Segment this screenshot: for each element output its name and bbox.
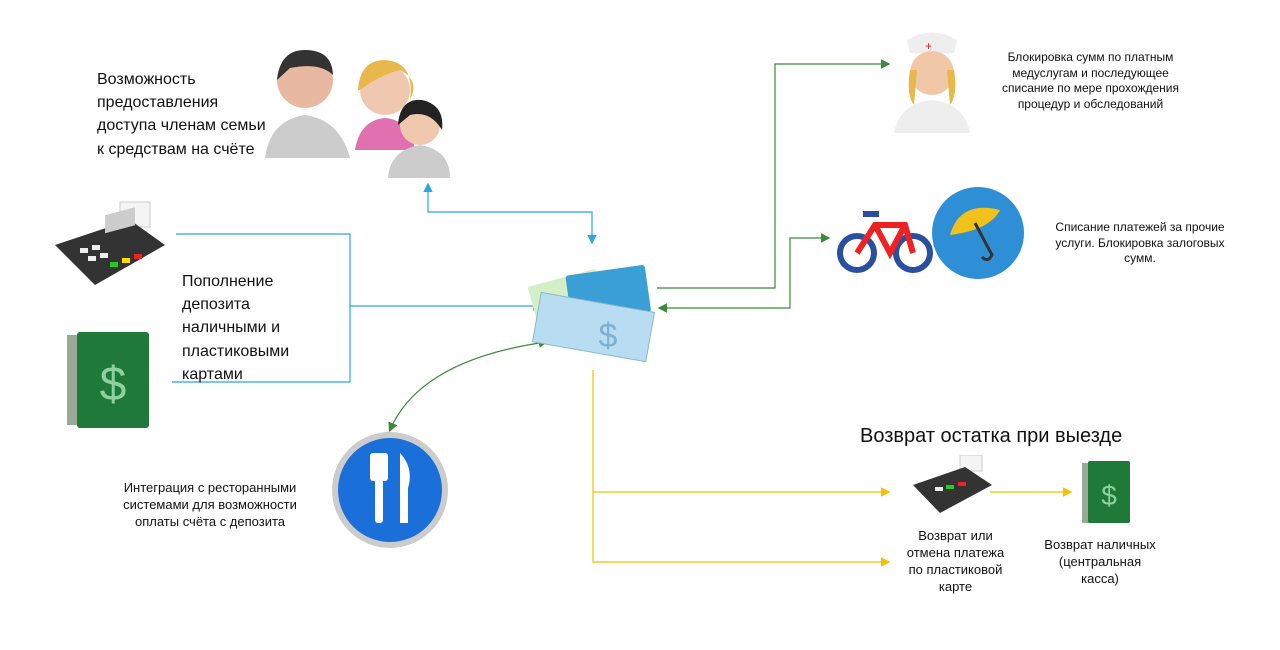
cash-wallet-icon: $ [67, 332, 149, 428]
svg-text:$: $ [100, 358, 127, 411]
restaurant-icon [332, 432, 448, 548]
line-cash-to-deposit [172, 306, 351, 383]
family-people-icon [265, 50, 450, 178]
line-family-to-deposit [423, 182, 597, 245]
line-terminal-to-deposit [176, 233, 543, 311]
nurse-icon: + [894, 32, 970, 133]
deposit-topup-label: Пополнение депозита наличными и пластико… [182, 273, 290, 383]
svg-text:$: $ [599, 317, 618, 355]
medical-label: Блокировка сумм по платным медуслугам и … [1002, 50, 1179, 111]
bicycle-icon [837, 211, 933, 273]
line-services [657, 233, 831, 313]
line-restaurant [388, 338, 549, 433]
refund-terminal-icon [913, 455, 992, 513]
deposit-cards-icon: $ [528, 265, 656, 362]
line-refund-card [592, 370, 891, 567]
other-services-label: Списание платежей за прочие услуги. Блок… [1055, 220, 1225, 266]
cash-refund-label: Возврат наличных (центральная касса) [1044, 537, 1156, 586]
payment-terminal-icon [55, 201, 165, 285]
svg-text:$: $ [1101, 480, 1117, 511]
restaurant-label: Интеграция с ресторанными системами для … [123, 480, 297, 529]
svg-text:+: + [925, 39, 932, 53]
refund-cash-wallet-icon: $ [1082, 461, 1130, 523]
checkout-title: Возврат остатка при выезде [860, 425, 1123, 447]
family-access-label: Возможность предоставления доступа члена… [97, 71, 266, 158]
card-refund-label: Возврат или отмена платежа по пластиково… [906, 528, 1005, 594]
umbrella-icon [932, 187, 1024, 279]
